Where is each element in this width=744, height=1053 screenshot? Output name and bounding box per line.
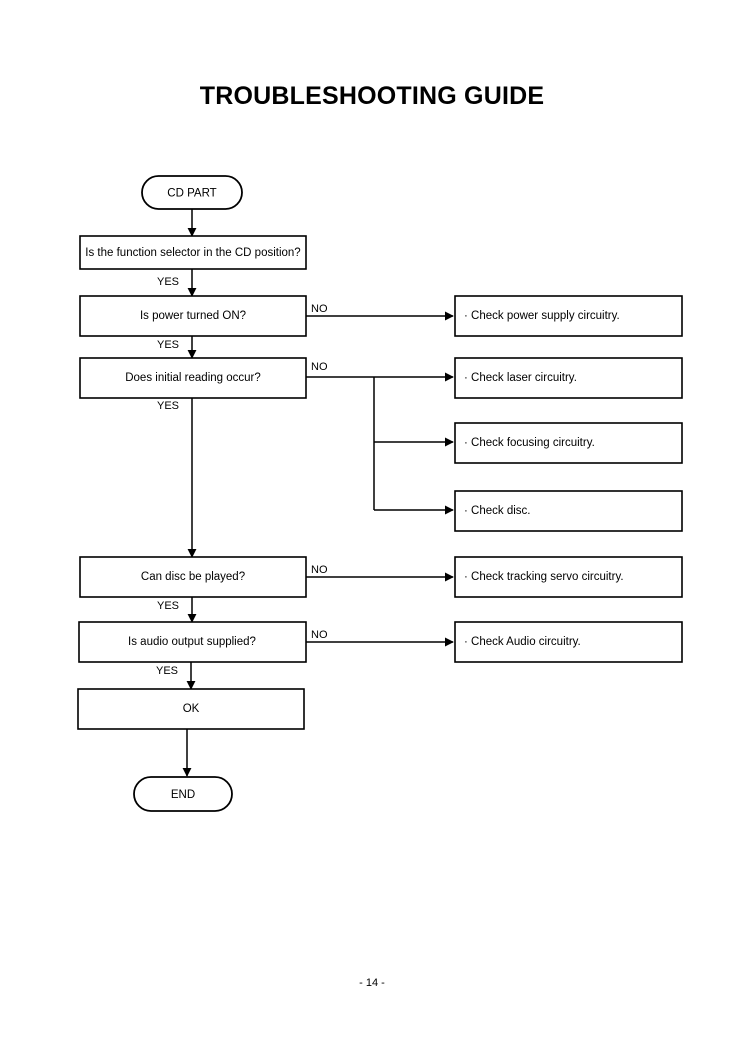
node-start-cd-part: CD PART	[141, 175, 243, 210]
edge-label-yes-reading: YES	[157, 400, 179, 412]
node-action-check-disc-label: · Check disc.	[464, 505, 530, 517]
page-number-footer: - 14 -	[359, 977, 385, 989]
node-action-check-focusing-label: · Check focusing circuitry.	[464, 437, 595, 449]
node-end: END	[133, 776, 233, 812]
edge-label-no-play: NO	[311, 564, 328, 576]
node-question-function-selector-label: Is the function selector in the CD posit…	[85, 247, 300, 259]
node-question-initial-reading: Does initial reading occur?	[79, 357, 307, 399]
node-question-initial-reading-label: Does initial reading occur?	[125, 372, 261, 384]
node-question-power-on: Is power turned ON?	[79, 295, 307, 337]
node-question-disc-played-label: Can disc be played?	[141, 571, 245, 583]
node-action-check-audio: · Check Audio circuitry.	[454, 621, 683, 663]
node-action-check-focusing: · Check focusing circuitry.	[454, 422, 683, 464]
node-question-power-on-label: Is power turned ON?	[140, 310, 246, 322]
node-question-function-selector: Is the function selector in the CD posit…	[79, 235, 307, 270]
node-action-check-disc: · Check disc.	[454, 490, 683, 532]
node-ok-label: OK	[183, 703, 200, 715]
node-question-audio-output-label: Is audio output supplied?	[128, 636, 256, 648]
edge-label-no-audio: NO	[311, 629, 328, 641]
edge-label-yes-selector: YES	[157, 276, 179, 288]
edge-label-yes-audio: YES	[156, 665, 178, 677]
node-action-check-audio-label: · Check Audio circuitry.	[464, 636, 581, 648]
page-title: TROUBLESHOOTING GUIDE	[199, 82, 545, 110]
node-action-check-tracking-servo: · Check tracking servo circuitry.	[454, 556, 683, 598]
node-question-audio-output: Is audio output supplied?	[78, 621, 307, 663]
node-action-check-power-supply: · Check power supply circuitry.	[454, 295, 683, 337]
edge-label-yes-play: YES	[157, 600, 179, 612]
edge-label-yes-power: YES	[157, 339, 179, 351]
node-action-check-tracking-servo-label: · Check tracking servo circuitry.	[464, 571, 624, 583]
node-end-label: END	[171, 789, 195, 801]
node-ok: OK	[77, 688, 305, 730]
node-action-check-laser: · Check laser circuitry.	[454, 357, 683, 399]
edge-label-no-power: NO	[311, 303, 328, 315]
node-action-check-power-supply-label: · Check power supply circuitry.	[464, 310, 620, 322]
node-action-check-laser-label: · Check laser circuitry.	[464, 372, 577, 384]
edge-label-no-reading: NO	[311, 361, 328, 373]
node-start-label: CD PART	[167, 188, 216, 200]
node-question-disc-played: Can disc be played?	[79, 556, 307, 598]
